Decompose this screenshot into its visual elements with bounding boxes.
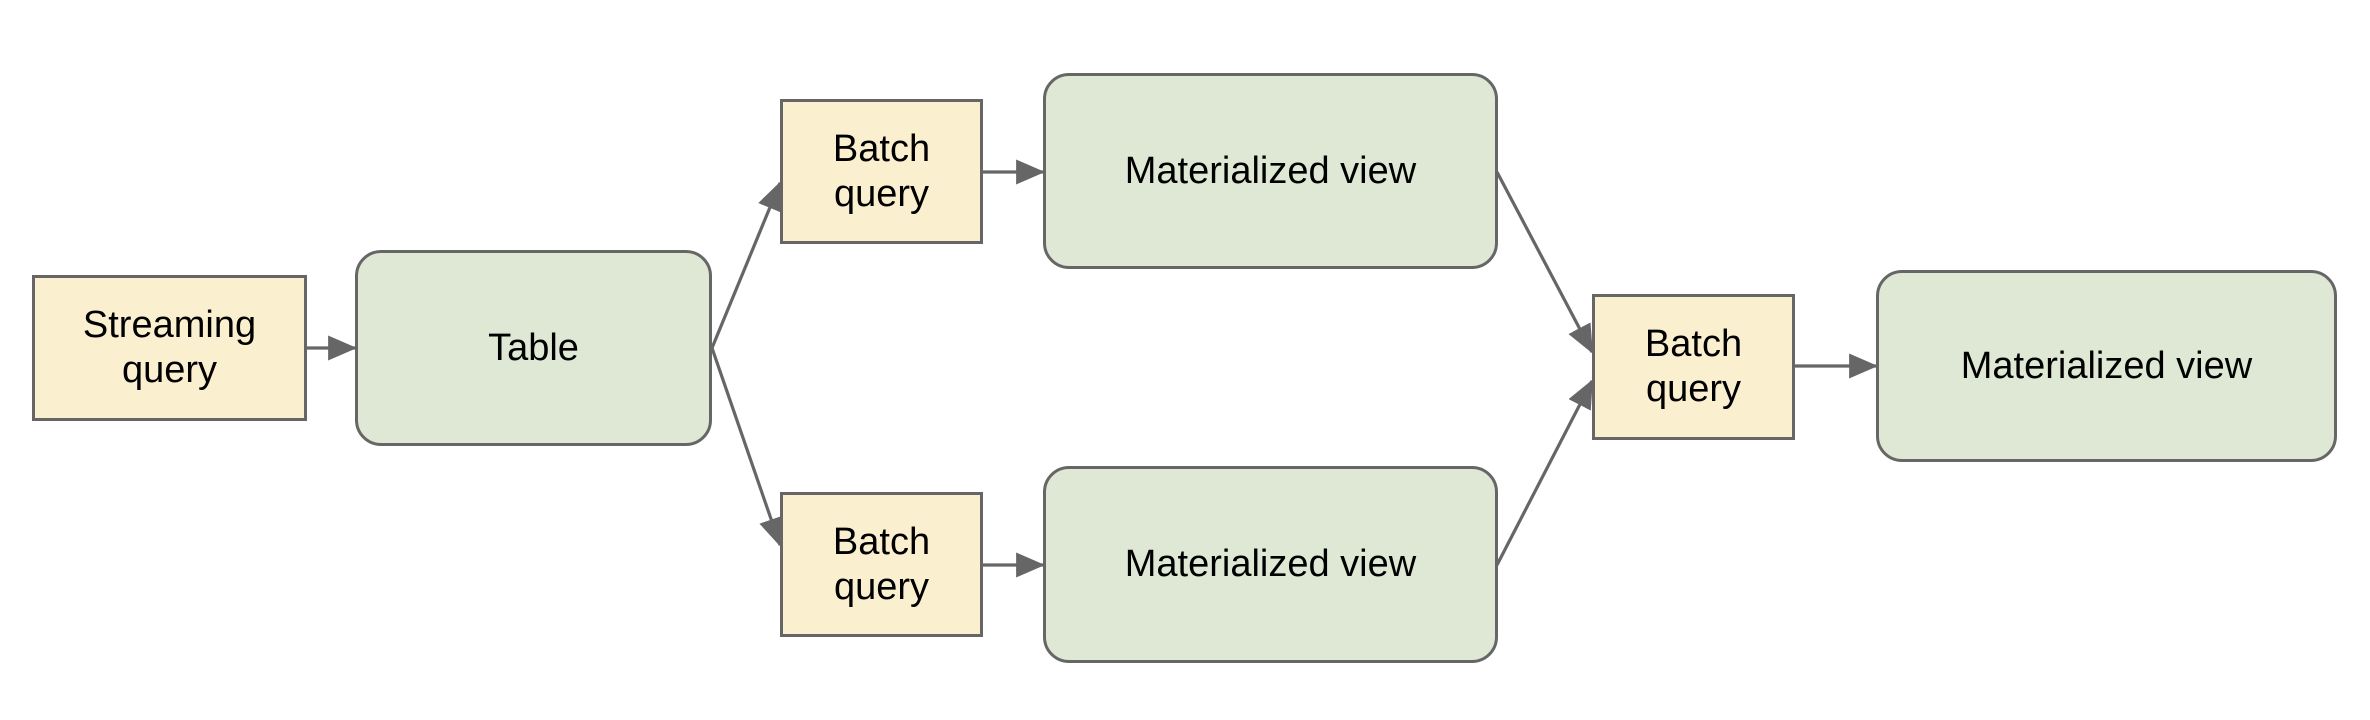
edge-mv-bottom-to-batch-join (1495, 379, 1594, 566)
node-batch-query-join[interactable]: Batch query (1592, 294, 1795, 440)
node-batch-query-top[interactable]: Batch query (780, 99, 983, 244)
node-batch-query-bottom[interactable]: Batch query (780, 492, 983, 637)
node-materialized-view-bottom[interactable]: Materialized view (1043, 466, 1498, 663)
node-streaming-query[interactable]: Streaming query (32, 275, 307, 421)
edge-table-to-batch-top (710, 181, 782, 349)
node-materialized-view-top[interactable]: Materialized view (1043, 73, 1498, 269)
edge-table-to-batch-bottom (710, 347, 784, 547)
node-materialized-view-final[interactable]: Materialized view (1876, 270, 2337, 462)
edge-mv-top-to-batch-join (1495, 171, 1594, 354)
node-table[interactable]: Table (355, 250, 712, 446)
